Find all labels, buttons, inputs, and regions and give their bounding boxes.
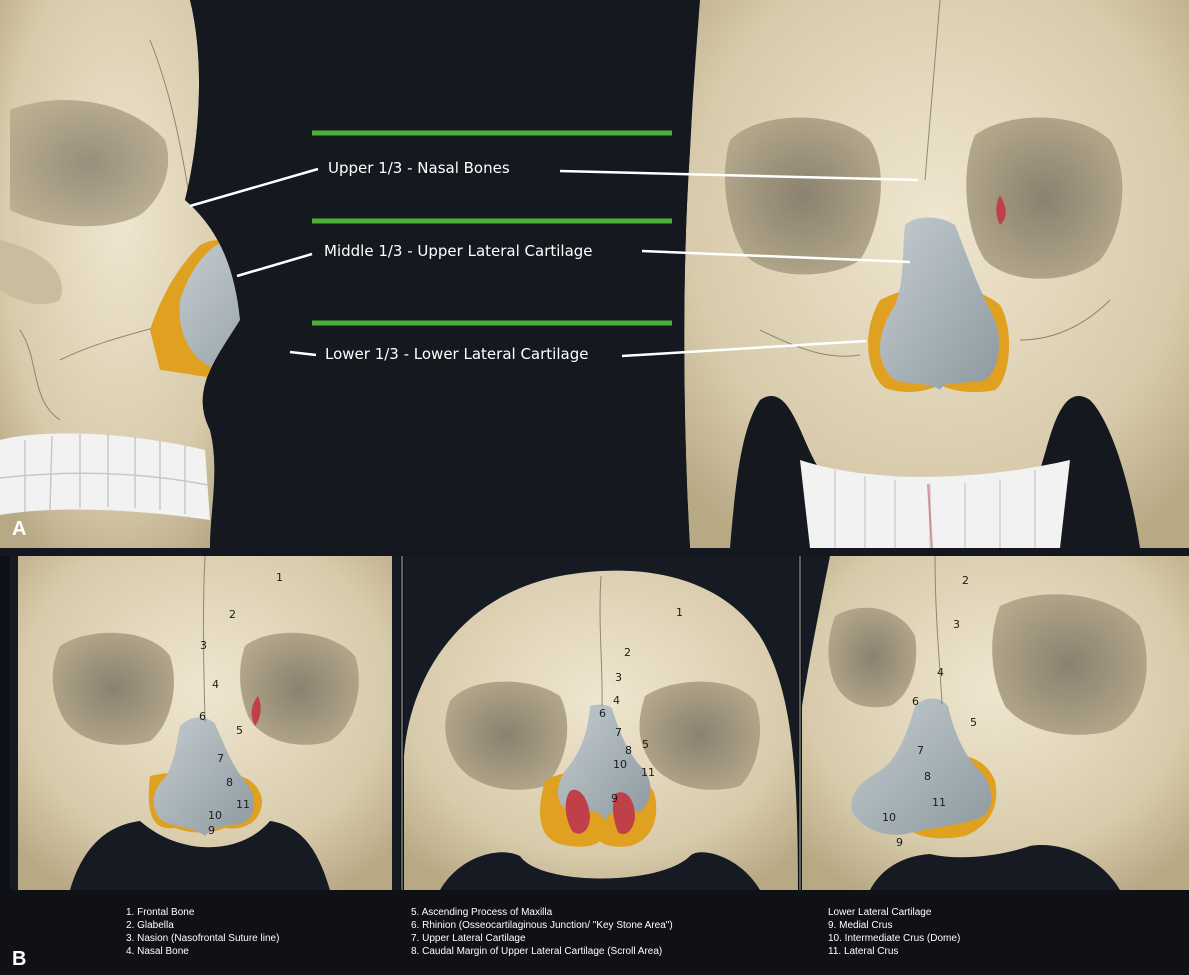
marker-10: 10 [882,811,896,824]
marker-6: 6 [599,707,606,720]
skull-view-3 [802,556,1189,890]
panel-a: Upper 1/3 - Nasal Bones Middle 1/3 - Upp… [0,0,1189,548]
marker-6: 6 [912,695,919,708]
marker-10: 10 [208,809,222,822]
marker-11: 11 [932,796,946,809]
marker-7: 7 [615,726,622,739]
skull-view-1 [18,556,392,890]
marker-8: 8 [924,770,931,783]
legend-item: 5. Ascending Process of Maxilla [411,906,673,919]
marker-11: 11 [236,798,250,811]
marker-9: 9 [611,792,618,805]
legend-item: 9. Medial Crus [828,919,960,932]
marker-1: 1 [676,606,683,619]
marker-3: 3 [615,671,622,684]
panel-a-illustration [0,0,1189,548]
marker-4: 4 [212,678,219,691]
legend-item: 10. Intermediate Crus (Dome) [828,932,960,945]
marker-9: 9 [208,824,215,837]
legend-item: 2. Glabella [126,919,279,932]
marker-6: 6 [199,710,206,723]
legend-item: 4. Nasal Bone [126,945,279,958]
legend-item: 6. Rhinion (Osseocartilaginous Junction/… [411,919,673,932]
panel-letter-b: B [12,948,26,971]
marker-8: 8 [625,744,632,757]
legend-item: 11. Lateral Crus [828,945,960,958]
marker-8: 8 [226,776,233,789]
legend-item: 8. Caudal Margin of Upper Lateral Cartil… [411,945,673,958]
legend-column-1: 1. Frontal Bone 2. Glabella 3. Nasion (N… [126,906,279,958]
legend-column-2: 5. Ascending Process of Maxilla 6. Rhini… [411,906,673,958]
marker-5: 5 [642,738,649,751]
marker-1: 1 [276,571,283,584]
panel-b: 1 2 3 4 5 6 7 8 11 10 9 1 2 3 4 5 6 7 8 … [0,556,1189,975]
marker-2: 2 [229,608,236,621]
marker-9: 9 [896,836,903,849]
marker-3: 3 [200,639,207,652]
marker-3: 3 [953,618,960,631]
marker-4: 4 [937,666,944,679]
marker-2: 2 [962,574,969,587]
legend-column-3: Lower Lateral Cartilage 9. Medial Crus 1… [828,906,960,958]
legend-item: 3. Nasion (Nasofrontal Suture line) [126,932,279,945]
frontal-skull [684,0,1189,548]
label-middle-third: Middle 1/3 - Upper Lateral Cartilage [324,242,593,260]
panel-letter-a: A [12,518,26,541]
legend-item: 7. Upper Lateral Cartilage [411,932,673,945]
marker-5: 5 [236,724,243,737]
marker-11: 11 [641,766,655,779]
marker-7: 7 [217,752,224,765]
marker-10: 10 [613,758,627,771]
label-lower-third: Lower 1/3 - Lower Lateral Cartilage [325,345,588,363]
legend-item: 1. Frontal Bone [126,906,279,919]
marker-5: 5 [970,716,977,729]
marker-2: 2 [624,646,631,659]
label-upper-third: Upper 1/3 - Nasal Bones [328,159,510,177]
marker-7: 7 [917,744,924,757]
legend-heading: Lower Lateral Cartilage [828,906,960,919]
marker-4: 4 [613,694,620,707]
